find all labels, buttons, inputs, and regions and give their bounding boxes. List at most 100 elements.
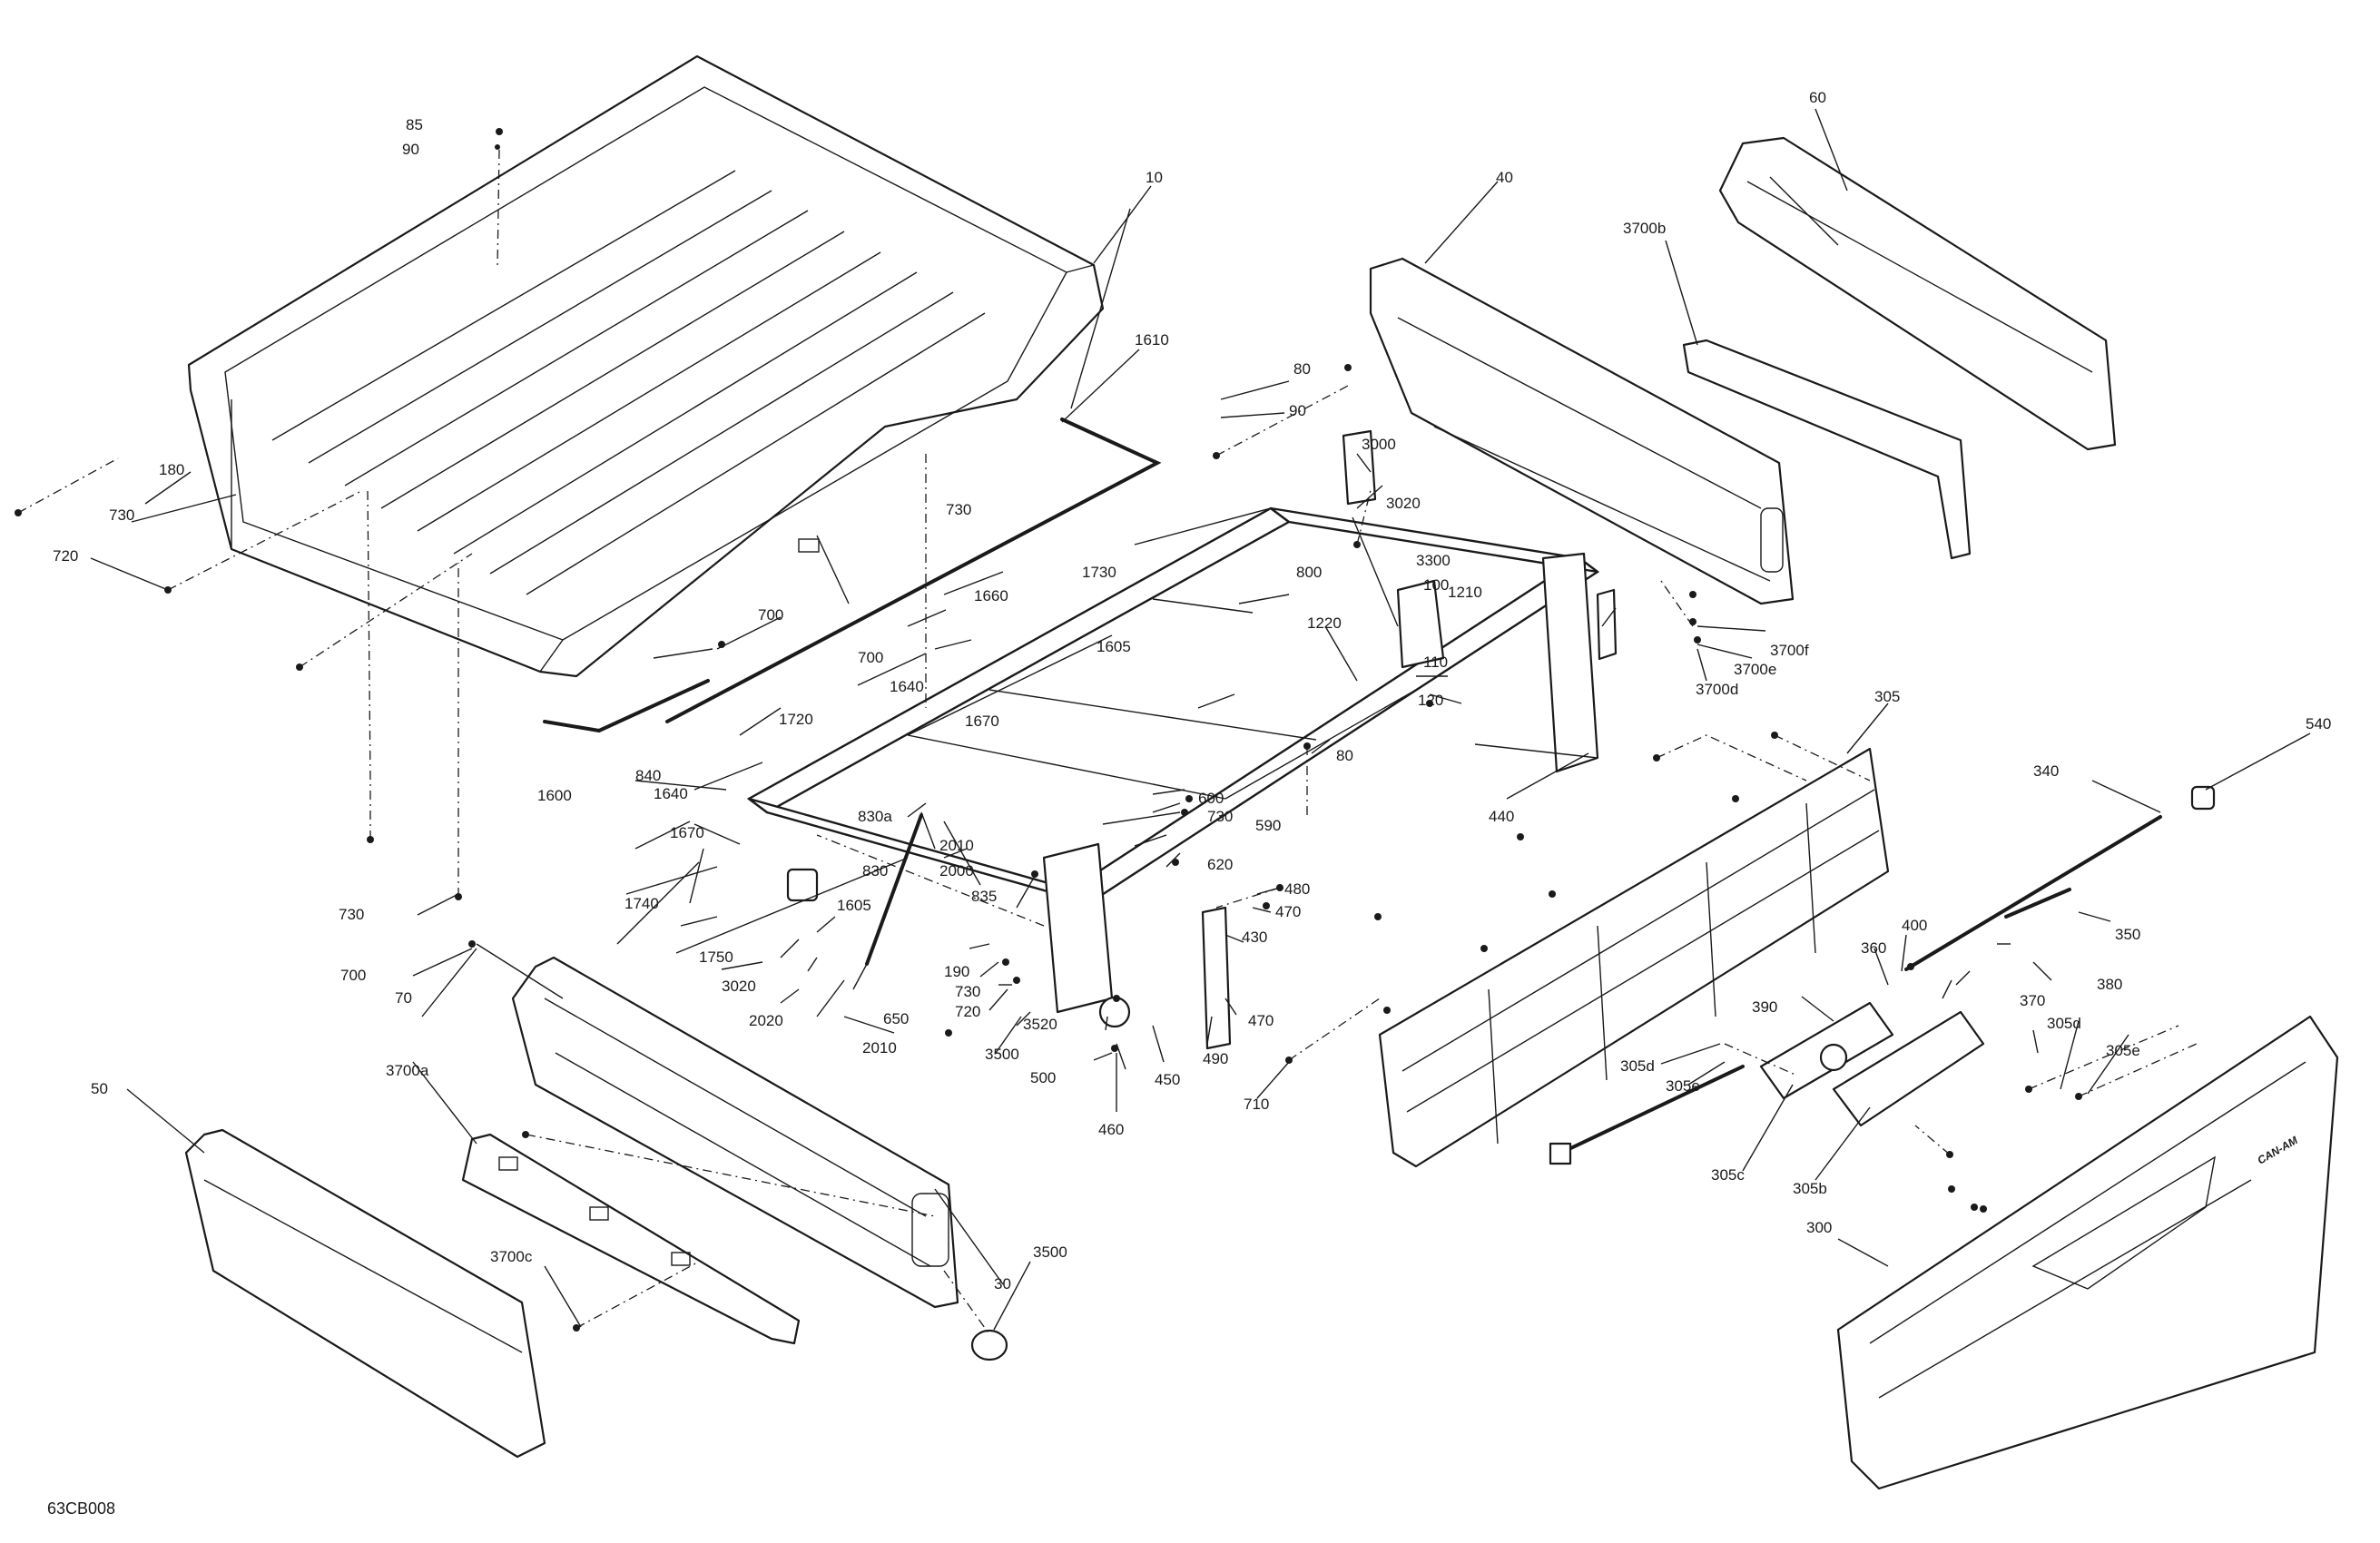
cargo-box	[187, 54, 1105, 678]
callout-label: 840	[635, 767, 661, 784]
callout-label: 380	[2097, 976, 2122, 993]
callout-label: 3700a	[386, 1062, 429, 1079]
callout-label: 1660	[974, 587, 1008, 604]
hinge-bracket	[1201, 906, 1232, 1050]
callout-label: 90	[402, 141, 419, 158]
callout-label: 360	[1861, 939, 1886, 957]
latch-handle-assembly	[1549, 1001, 1985, 1165]
fasteners	[15, 128, 2082, 1332]
latch-bracket	[1396, 579, 1445, 669]
callout-label: 830a	[858, 808, 892, 825]
callout-label: 1730	[1082, 564, 1116, 581]
callout-label: 70	[395, 989, 412, 1007]
callout-label: 1640	[890, 678, 924, 695]
right-side-panel	[1369, 257, 1795, 605]
callout-label: 730	[109, 506, 134, 524]
callout-label: 3300	[1416, 552, 1451, 569]
callout-label: 730	[955, 983, 980, 1000]
rear-rod-1610	[665, 418, 1162, 723]
pin-350	[2004, 888, 2071, 919]
callout-label: 2020	[749, 1012, 783, 1029]
tailgate-rod-340	[1904, 815, 2162, 971]
left-side-panel	[511, 956, 959, 1309]
callout-label: 1220	[1307, 614, 1342, 632]
callout-label: 3020	[722, 978, 756, 995]
callout-label: 85	[406, 116, 423, 133]
callout-label: 3700b	[1623, 220, 1666, 237]
callout-label: 590	[1255, 817, 1281, 834]
knob	[2190, 785, 2216, 811]
callout-label: 30	[994, 1275, 1011, 1292]
callout-label: 500	[1030, 1069, 1056, 1086]
callout-label: 305	[1874, 688, 1900, 705]
right-bracket-strip	[1682, 339, 1972, 560]
callout-label: 1605	[837, 897, 871, 914]
bed-frame	[746, 506, 1600, 1014]
callout-label: 470	[1275, 903, 1301, 920]
callout-label: 50	[91, 1080, 108, 1097]
callout-label: 490	[1203, 1050, 1228, 1067]
callout-label: 3500	[985, 1046, 1019, 1063]
callout-label: 460	[1098, 1121, 1124, 1138]
callout-label: 40	[1496, 169, 1513, 186]
callout-label: 300	[1806, 1219, 1832, 1236]
callout-label: 190	[944, 963, 969, 980]
callout-label: 3500	[1033, 1243, 1067, 1261]
callout-label: 730	[339, 906, 364, 923]
callout-label: 700	[858, 649, 883, 666]
callout-label: 370	[2020, 992, 2045, 1009]
callout-label: 730	[946, 501, 971, 518]
left-outer-cover	[184, 1128, 546, 1459]
callout-label: 1750	[699, 948, 733, 966]
callout-label: 3700c	[490, 1248, 533, 1265]
front-rod-1600	[543, 679, 710, 733]
callout-label: 650	[883, 1010, 909, 1027]
right-outer-cover	[1718, 136, 2117, 451]
callout-label: 2000	[939, 862, 974, 880]
callout-label: 450	[1155, 1071, 1180, 1088]
callout-label: 430	[1242, 929, 1267, 946]
callout-label: 2010	[939, 837, 974, 854]
callout-label: 3700d	[1696, 681, 1738, 698]
callout-label: 720	[53, 547, 78, 565]
callout-label: 620	[1207, 856, 1233, 873]
plug-round	[970, 1329, 1008, 1361]
callout-label: 1720	[779, 711, 813, 728]
callout-label: 305b	[1793, 1180, 1827, 1197]
callout-label: 3700f	[1770, 642, 1809, 659]
callout-label: 1210	[1448, 584, 1482, 601]
callout-label: 1640	[654, 785, 688, 802]
callout-label: 3700e	[1734, 661, 1776, 678]
clip-3300	[1596, 588, 1618, 661]
assembly-lines	[17, 149, 2198, 1335]
plug-large	[1098, 996, 1131, 1028]
callout-label: 305d	[1620, 1057, 1655, 1075]
callout-label: 700	[758, 606, 783, 624]
callout-label: 1610	[1135, 331, 1169, 349]
callout-label: 100	[1423, 576, 1449, 594]
bracket-1740	[786, 868, 819, 902]
gas-strut	[852, 813, 923, 990]
callout-label: 80	[1336, 747, 1353, 764]
callout-label: 1600	[537, 787, 572, 804]
callout-label: 3000	[1362, 436, 1396, 453]
callout-label: 1670	[965, 713, 999, 730]
callout-label: 90	[1289, 402, 1306, 419]
callout-label: 470	[1248, 1012, 1274, 1029]
callout-label: 3520	[1023, 1016, 1057, 1033]
callout-label: 305d	[2047, 1015, 2081, 1032]
callout-label: 305c	[1711, 1166, 1745, 1184]
callout-label: 3020	[1386, 495, 1421, 512]
callout-label: 720	[955, 1003, 980, 1020]
callout-label: 80	[1293, 360, 1311, 378]
callout-label: 110	[1423, 654, 1448, 671]
leader-lines	[90, 108, 2311, 1331]
callout-label: 305e	[2106, 1042, 2140, 1059]
callout-label: 120	[1418, 692, 1443, 709]
callout-label: 2010	[862, 1039, 897, 1057]
callout-label: 440	[1489, 808, 1514, 825]
tailgate-inner	[1378, 747, 1890, 1168]
callout-label: 305e	[1666, 1077, 1700, 1095]
